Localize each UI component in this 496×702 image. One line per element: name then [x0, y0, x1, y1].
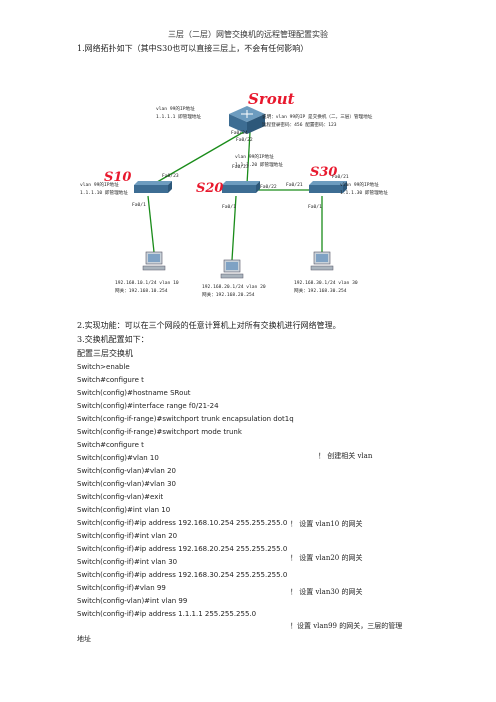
port-s30-f01: Fa0/1 — [308, 204, 322, 210]
topology-links — [147, 129, 323, 261]
port-srout-f022: Fa0/22 — [236, 137, 253, 143]
handwritten-srout: Srout — [248, 90, 295, 108]
port-s20-f023: Fa0/23 — [232, 164, 249, 170]
command-line: Switch(config-if)#vlan 99 — [77, 584, 166, 592]
handwritten-s30: S30 — [310, 165, 337, 180]
command-line: Switch(config-if)#ip address 192.168.20.… — [77, 545, 288, 553]
pc-2-gateway: 网关：192.168.20.254 — [202, 291, 255, 298]
port-s10-f01: Fa0/1 — [132, 202, 146, 208]
command-line: Switch(config-vlan)#exit — [77, 493, 164, 501]
pc-1-gateway: 网关：192.168.10.254 — [115, 287, 168, 294]
command-line: Switch(config-vlan)#int vlan 99 — [77, 597, 188, 605]
command-line: Switch(config-if)#ip address 192.168.30.… — [77, 571, 288, 579]
comment-gateway-vlan30: ！ 设置 vlan30 的网关 — [290, 588, 363, 596]
command-line: Switch(config-if)#ip address 1.1.1.1 255… — [77, 610, 257, 618]
command-line: Switch(config-if-range)#switchport trunk… — [77, 415, 294, 423]
command-line: Switch(config-if-range)#switchport mode … — [77, 428, 242, 436]
command-line: Switch(config)#vlan 10 — [77, 454, 159, 462]
explain-note-line-2: 远程登录密码：456 配置密码：123 — [262, 121, 337, 128]
command-line: Switch#configure t — [77, 441, 144, 449]
comment-create-vlan: ！ 创建相关 vlan — [318, 452, 373, 460]
port-s20-f021: Fa0/21 — [286, 182, 303, 188]
port-s20-f01: Fa0/1 — [222, 204, 236, 210]
pc-1-ip: 192.168.10.1/24 vlan 10 — [115, 280, 179, 286]
port-s30-f021: Fa0/21 — [332, 174, 349, 180]
command-line: Switch(config)#interface range f0/21-24 — [77, 402, 219, 410]
section-3-heading: 3.交换机配置如下： — [77, 335, 149, 344]
config-heading: 配置三层交换机 — [77, 349, 133, 358]
s10-note-line-2: 1.1.1.10 即管理地址 — [80, 189, 128, 196]
comment-gateway-vlan99-cont: 地址 — [77, 635, 91, 643]
command-line: Switch(config-if)#int vlan 30 — [77, 558, 178, 566]
command-line: Switch(config-if)#ip address 192.168.10.… — [77, 519, 288, 527]
switch-s20-icon — [222, 181, 260, 193]
command-line: Switch(config-if)#int vlan 20 — [77, 532, 178, 540]
s30-note-line-1: vlan 99的IP地址 — [340, 181, 379, 188]
command-line: Switch#configure t — [77, 376, 144, 384]
command-line: Switch(config-vlan)#vlan 20 — [77, 467, 176, 475]
link-s20-pc2 — [231, 195, 237, 261]
switch-s10-icon — [134, 181, 172, 193]
document-title: 三层（二层）网管交换机的远程管理配置实验 — [168, 30, 328, 39]
command-line: Switch(config)#int vlan 10 — [77, 506, 171, 514]
srout-note-line-1: vlan 99的IP地址 — [156, 105, 195, 112]
pc-2-ip: 192.168.20.1/24 vlan 20 — [202, 284, 266, 290]
port-s20-f022: Fa0/22 — [260, 184, 277, 190]
s30-note-line-2: 1.1.1.30 即管理地址 — [340, 189, 388, 196]
command-line: Switch(config)#hostname SRout — [77, 389, 191, 397]
comment-gateway-vlan99: ！设置 vlan99 的网关，三层的管理 — [290, 622, 403, 630]
port-s10-f023: Fa0/23 — [162, 173, 179, 179]
pc-1-icon — [142, 251, 166, 271]
section-2-text: 2.实现功能：可以在三个网段的任意计算机上对所有交换机进行网络管理。 — [77, 321, 341, 330]
s20-note-line-2: 1.1.1.20 即管理地址 — [235, 161, 283, 168]
s20-note-line-1: vlan 99的IP地址 — [235, 153, 274, 160]
command-line: Switch>enable — [77, 363, 130, 371]
link-srout-s10 — [151, 129, 248, 186]
network-topology-diagram: Srout S10 S20 S30 vlan 99的IP地址 1.1.1.1 即… — [80, 90, 388, 298]
section-1-heading: 1.网络拓扑如下（其中S30也可以直接三层上，不会有任何影响） — [77, 44, 309, 53]
pc-2-icon — [220, 259, 244, 279]
pc-3-ip: 192.168.30.1/24 vlan 30 — [294, 280, 358, 286]
pc-3-icon — [310, 251, 334, 271]
link-srout-s20 — [246, 131, 251, 185]
comment-gateway-vlan20: ！ 设置 vlan20 的网关 — [290, 554, 363, 562]
multilayer-switch-icon — [229, 106, 265, 134]
explain-note-line-1: 说明：vlan 99的IP 是交换机（二，三层）管理地址 — [262, 113, 373, 120]
comment-gateway-vlan10: ！ 设置 vlan10 的网关 — [290, 520, 363, 528]
pc-3-gateway: 网关：192.168.30.254 — [294, 287, 347, 294]
handwritten-s10: S10 — [104, 170, 131, 185]
s10-note-line-1: vlan 99的IP地址 — [80, 181, 119, 188]
link-s10-pc1 — [147, 195, 155, 253]
command-line: Switch(config-vlan)#vlan 30 — [77, 480, 176, 488]
handwritten-s20: S20 — [196, 181, 223, 196]
switch-s30-icon — [309, 181, 347, 193]
port-srout-f024: Fa0/24 — [231, 130, 248, 136]
srout-note-line-2: 1.1.1.1 即管理地址 — [156, 113, 202, 120]
